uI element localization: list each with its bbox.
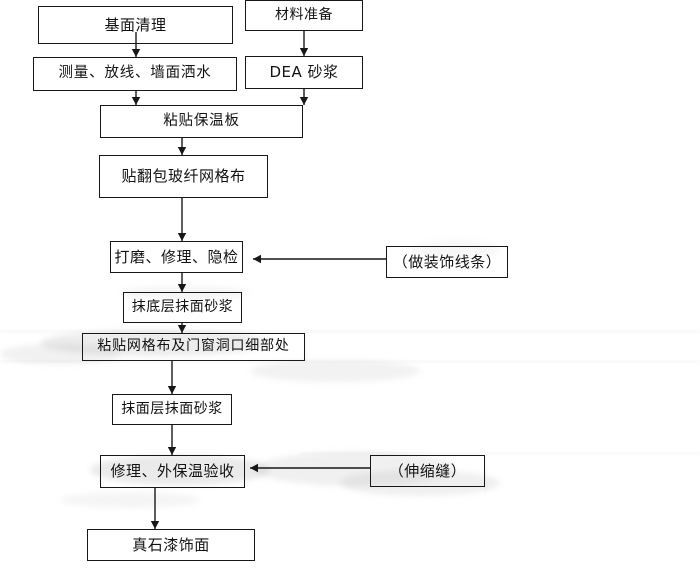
flow-node-label: 抹面层抹面砂浆 <box>121 400 223 417</box>
scan-streak <box>305 333 307 363</box>
scan-streak <box>300 453 700 455</box>
flow-node-n9: 抹底层抹面砂浆 <box>123 292 242 323</box>
flow-node-label: 打磨、修理、隐检 <box>114 247 239 266</box>
flow-node-label: 材料准备 <box>275 6 333 23</box>
flow-node-n1: 基面清理 <box>38 6 233 44</box>
flow-node-n14: 真石漆饰面 <box>87 529 255 561</box>
flow-node-n8: （做装饰线条） <box>386 246 508 278</box>
flow-node-n6: 贴翻包玻纤网格布 <box>99 155 268 198</box>
flow-node-label: DEA 砂浆 <box>269 63 339 82</box>
flow-node-n10: 粘贴网格布及门窗洞口细部处 <box>82 333 305 361</box>
flow-node-n2: 材料准备 <box>245 0 363 31</box>
flow-node-label: 真石漆饰面 <box>132 535 210 554</box>
flow-node-n7: 打磨、修理、隐检 <box>110 241 243 273</box>
scan-artifact <box>60 492 200 508</box>
scan-streak <box>0 331 700 333</box>
flow-node-label: 粘贴网格布及门窗洞口细部处 <box>97 338 290 355</box>
scan-artifact <box>250 360 420 382</box>
flow-node-label: 测量、放线、墙面洒水 <box>58 65 212 82</box>
flow-node-n3: 测量、放线、墙面洒水 <box>33 57 237 91</box>
flow-node-n5: 粘贴保温板 <box>100 105 303 138</box>
flow-node-label: （伸缩缝） <box>388 461 467 480</box>
flow-node-label: 贴翻包玻纤网格布 <box>121 167 246 186</box>
flow-node-label: （做装饰线条） <box>392 252 502 271</box>
flow-node-label: 修理、外保温验收 <box>110 462 235 481</box>
scan-streak <box>0 361 700 363</box>
flow-node-label: 粘贴保温板 <box>163 112 240 129</box>
flow-node-label: 抹底层抹面砂浆 <box>131 298 234 315</box>
flow-node-n4: DEA 砂浆 <box>245 56 363 89</box>
flow-node-n13: （伸缩缝） <box>370 455 485 487</box>
scan-streak <box>485 455 487 491</box>
flow-node-label: 基面清理 <box>104 15 167 34</box>
flow-node-n11: 抹面层抹面砂浆 <box>112 394 232 425</box>
flow-node-n12: 修理、外保温验收 <box>100 455 245 488</box>
